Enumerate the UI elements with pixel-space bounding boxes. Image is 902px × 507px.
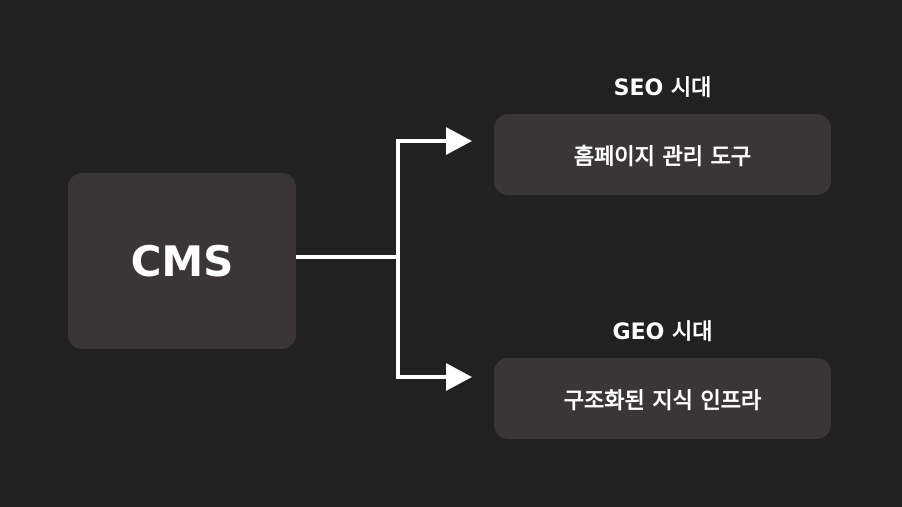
seo-description-box: 홈페이지 관리 도구 (494, 114, 831, 195)
seo-era-label: SEO 시대 (613, 76, 712, 101)
cms-box: CMS (68, 173, 296, 349)
geo-description-box: 구조화된 지식 인프라 (494, 358, 831, 439)
geo-era-label: GEO 시대 (612, 320, 713, 345)
